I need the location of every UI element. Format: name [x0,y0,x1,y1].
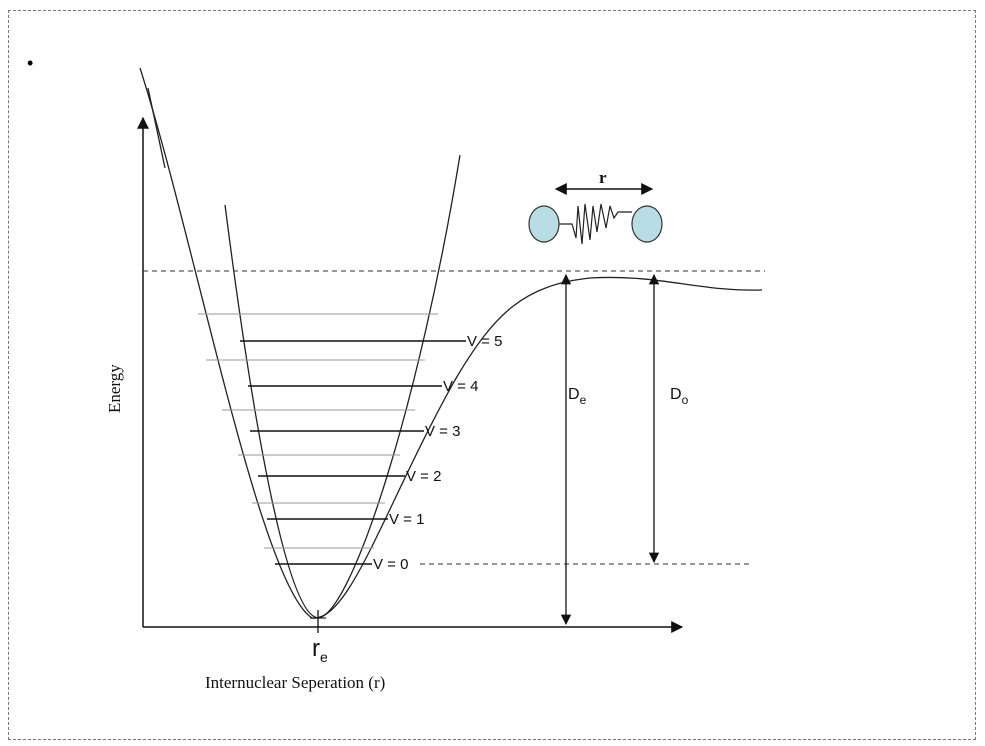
harmonic-levels [198,313,438,549]
level-label-1: V = 1 [389,511,424,528]
morse-curve-tick [147,87,166,169]
bullet: • [27,53,34,73]
level-label-4: V = 4 [443,378,478,395]
level-label-2: V = 2 [406,468,441,485]
D0-label: Do [670,386,689,407]
spring-bond [559,203,632,245]
x-axis-title: Internuclear Seperation (r) [205,673,385,692]
figure-frame [8,10,976,740]
level-label-0: V = 0 [373,556,408,573]
molecule-illustration: r [528,168,663,245]
level-label-3: V = 3 [425,423,460,440]
bond-length-label: r [599,168,607,187]
atom-right [631,205,663,243]
y-axis-title: Energy [105,364,124,413]
morse-curve [139,67,763,619]
atom-left [528,205,560,243]
anharmonic-levels [240,340,466,565]
De-label: De [568,386,587,407]
level-label-5: V = 5 [467,333,502,350]
re-label: re [312,635,328,665]
